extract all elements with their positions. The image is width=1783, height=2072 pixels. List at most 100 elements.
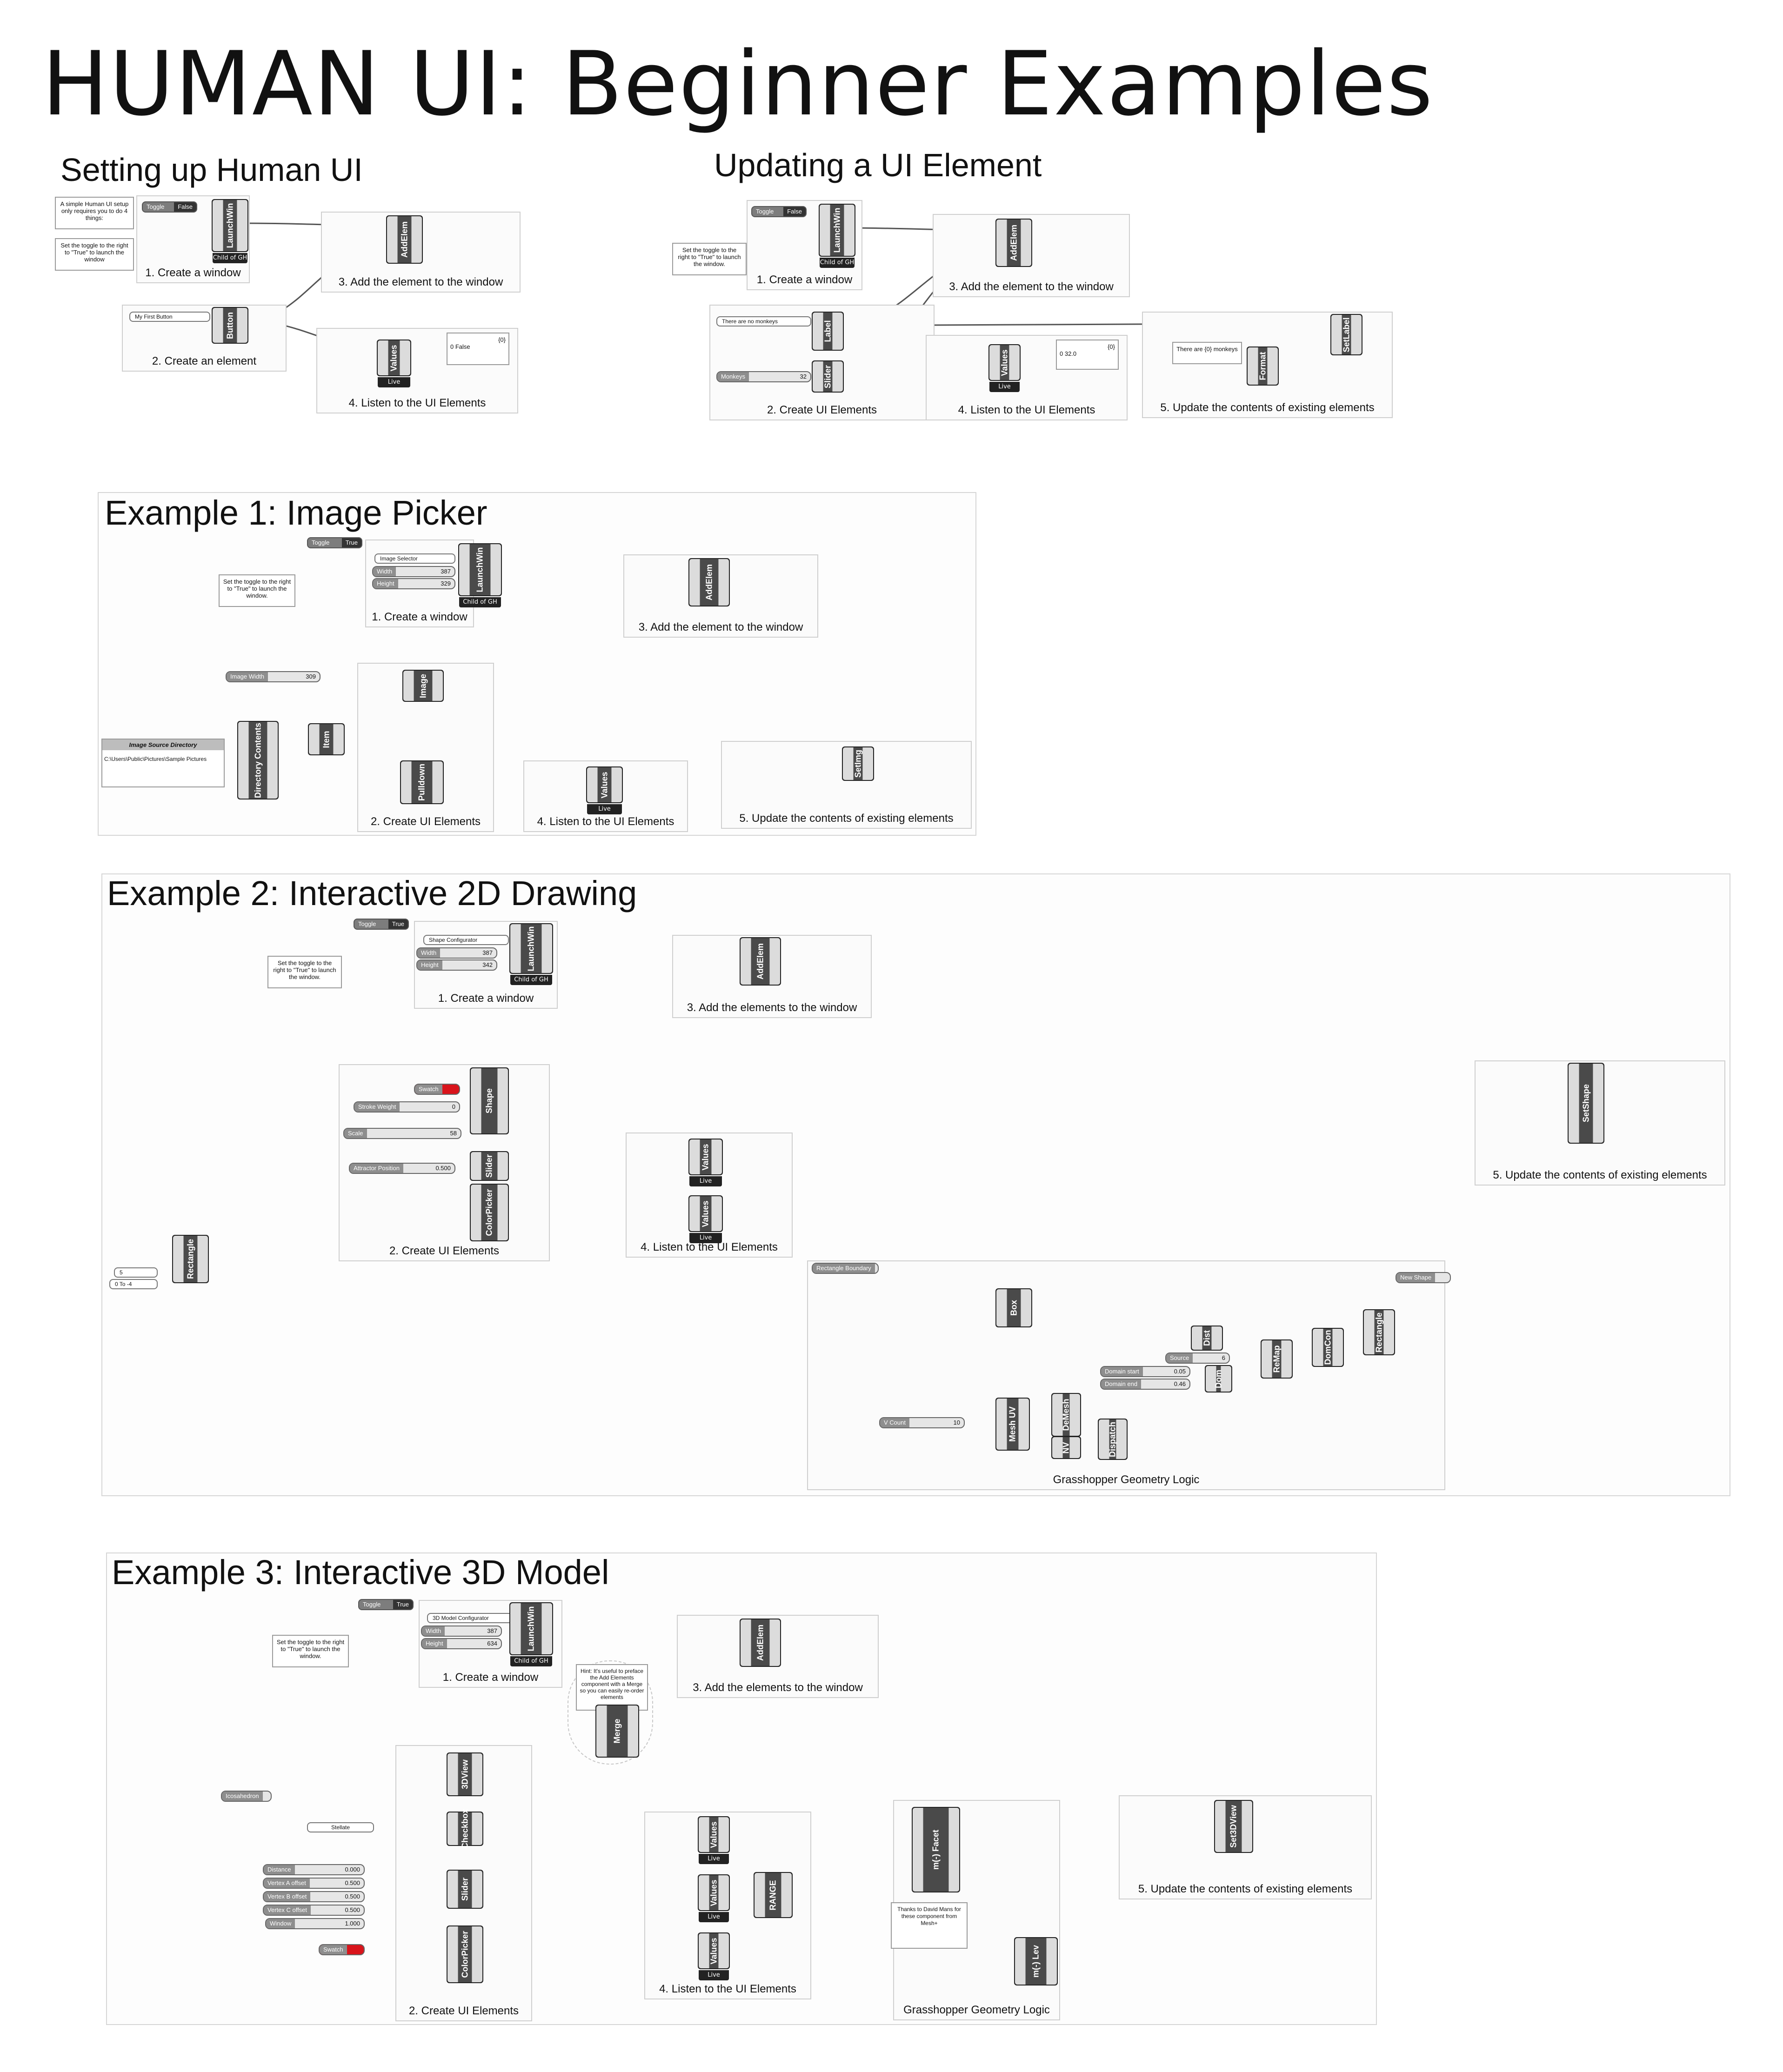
setup-button-component[interactable]: Button [212, 307, 248, 344]
example2-group-create-elements-label: 2. Create UI Elements [389, 1245, 500, 1257]
updating-label-text-input[interactable]: There are no monkeys [716, 316, 811, 326]
example3-colorpicker-component[interactable]: ColorPicker [447, 1925, 483, 1983]
example2-values-component-2[interactable]: Values Live [688, 1195, 723, 1243]
example3-height-slider[interactable]: Height 634 [421, 1638, 502, 1649]
example2-remap-name: ReMap [1272, 1345, 1281, 1373]
updating-label-component[interactable]: Label [812, 312, 844, 351]
example3-thanks-note: Thanks to David Mans for these component… [891, 1902, 968, 1949]
setup-values-component[interactable]: Values Live [377, 340, 411, 387]
example2-scale-slider[interactable]: Scale 58 [343, 1128, 461, 1139]
example3-live-label-1: Live [699, 1854, 729, 1864]
example2-toggle[interactable]: Toggle True [354, 919, 409, 930]
example2-set-shape-component[interactable]: SetShape [1568, 1063, 1604, 1144]
example1-image-width-slider[interactable]: Image Width 309 [226, 671, 321, 682]
example2-stroke-weight-slider[interactable]: Stroke Weight 0 [354, 1101, 460, 1113]
example1-height-slider[interactable]: Height 329 [372, 578, 455, 589]
example3-window-name-input[interactable]: 3D Model Configurator [427, 1613, 513, 1623]
example2-mesh-uv-component[interactable]: Mesh UV [995, 1398, 1030, 1451]
example1-set-image-name: SetImg [853, 749, 862, 778]
example2-width-slider[interactable]: Width 387 [416, 947, 497, 959]
updating-set-label-component[interactable]: SetLabel [1330, 314, 1362, 355]
example3-vertex-a-value: 0.500 [345, 1879, 360, 1886]
example3-facet-component[interactable]: m(-) Facet [912, 1807, 960, 1892]
example3-distance-slider[interactable]: Distance 0.000 [263, 1864, 365, 1875]
example2-colorpicker-component[interactable]: ColorPicker [470, 1184, 509, 1241]
example1-values-component[interactable]: Values Live [586, 766, 623, 814]
example3-window-slider[interactable]: Window 1.000 [265, 1918, 365, 1929]
example2-nv-component[interactable]: NV [1051, 1436, 1081, 1459]
example2-input-a[interactable]: 5 [114, 1267, 158, 1278]
example2-v-count-slider[interactable]: V Count 10 [879, 1417, 965, 1428]
example3-values-name-2: Values [709, 1879, 718, 1906]
example2-domain-end-slider[interactable]: Domain end 0.46 [1100, 1379, 1190, 1390]
example1-width-label: Width [373, 567, 396, 576]
example2-attractor-slider[interactable]: Attractor Position 0.500 [349, 1163, 455, 1174]
updating-launch-window-component[interactable]: LaunchWin Child of GH [819, 204, 855, 268]
example2-slider-component[interactable]: Slider [470, 1151, 509, 1181]
example2-demesh-component[interactable]: DeMesh [1051, 1393, 1081, 1437]
example2-height-slider[interactable]: Height 342 [416, 959, 497, 971]
updating-add-element-component[interactable]: AddElem [995, 219, 1032, 267]
updating-format-component[interactable]: Format [1247, 346, 1279, 386]
example2-launch-window-component[interactable]: LaunchWin Child of GH [509, 923, 553, 985]
example3-vertex-a-slider[interactable]: Vertex A offset 0.500 [263, 1878, 365, 1889]
example3-slider-component[interactable]: Slider [447, 1870, 483, 1909]
example3-set3dview-component[interactable]: Set3DView [1214, 1800, 1253, 1853]
example3-toggle[interactable]: Toggle True [358, 1599, 414, 1610]
example2-rectangle-component[interactable]: Rectangle [172, 1235, 209, 1283]
example1-directory-contents-name: Directory Contents [253, 722, 262, 798]
example1-directory-contents-component[interactable]: Directory Contents [237, 721, 279, 799]
example3-width-slider[interactable]: Width 387 [421, 1626, 502, 1637]
example1-add-element-component[interactable]: AddElem [688, 558, 730, 606]
example1-window-name-input[interactable]: Image Selector [374, 553, 455, 564]
setup-toggle[interactable]: Toggle False [142, 201, 197, 213]
example2-values-component-1[interactable]: Values Live [688, 1139, 723, 1186]
example3-values-component-1[interactable]: Values Live [698, 1816, 730, 1864]
example3-merge-component[interactable]: Merge [595, 1705, 639, 1758]
example3-vertex-b-slider[interactable]: Vertex B offset 0.500 [263, 1891, 365, 1902]
example2-shape-component[interactable]: Shape [470, 1067, 509, 1134]
example2-dom-component[interactable]: Dom [1205, 1365, 1232, 1392]
example3-range-component[interactable]: RANGE [754, 1872, 793, 1918]
setup-button-text-input[interactable]: My First Button [129, 312, 210, 322]
updating-values-component[interactable]: Values Live [988, 344, 1021, 392]
example2-input-b[interactable]: 0 To -4 [109, 1279, 158, 1289]
example2-dist-component[interactable]: Dist [1191, 1326, 1223, 1351]
example2-window-name-input[interactable]: Shape Configurator [423, 935, 509, 945]
updating-monkeys-slider[interactable]: Monkeys 32 [716, 371, 811, 382]
example2-box-component[interactable]: Box [995, 1288, 1032, 1327]
example1-image-component[interactable]: Image [402, 670, 444, 702]
example3-values-component-3[interactable]: Values Live [698, 1932, 730, 1980]
example3-3dview-name: 3DView [460, 1759, 469, 1789]
example3-vertex-c-slider[interactable]: Vertex C offset 0.500 [263, 1905, 365, 1916]
updating-slider-component[interactable]: Slider [812, 360, 844, 393]
example2-add-element-component[interactable]: AddElem [740, 937, 781, 986]
setup-launch-window-component[interactable]: LaunchWin Child of GH [212, 199, 248, 263]
example2-swatch[interactable]: Swatch [414, 1084, 460, 1095]
example3-launch-window-component[interactable]: LaunchWin Child of GH [509, 1602, 553, 1666]
example2-rectangle2-component[interactable]: Rectangle [1363, 1309, 1395, 1355]
example2-remap-component[interactable]: ReMap [1261, 1339, 1293, 1379]
example3-mesh2-component[interactable]: m(-) Lev [1014, 1937, 1058, 1985]
setup-add-element-component[interactable]: AddElem [386, 215, 423, 264]
example1-toggle[interactable]: Toggle True [307, 537, 362, 548]
example3-3dview-component[interactable]: 3DView [447, 1752, 483, 1796]
example1-launch-window-component[interactable]: LaunchWin Child of GH [458, 543, 502, 607]
example2-toggle-value: True [388, 919, 408, 929]
example1-set-image-component[interactable]: SetImg [842, 746, 874, 781]
example1-item-component[interactable]: Item [308, 723, 345, 755]
example1-add-element-name: AddElem [704, 564, 714, 601]
example3-add-element-component[interactable]: AddElem [740, 1619, 781, 1667]
example2-dispatch-component[interactable]: Dispatch [1098, 1419, 1128, 1460]
example1-launch-window-name: LaunchWin [475, 547, 485, 593]
example2-source-slider[interactable]: Source 6 [1165, 1352, 1230, 1364]
example3-swatch[interactable]: Swatch [319, 1944, 365, 1955]
example2-domcon-component[interactable]: DomCon [1312, 1328, 1344, 1367]
example3-checkbox-component[interactable]: Checkbox [447, 1809, 483, 1849]
example2-domain-start-slider[interactable]: Domain start 0.05 [1100, 1366, 1190, 1377]
example1-width-slider[interactable]: Width 387 [372, 566, 455, 577]
example3-values-component-2[interactable]: Values Live [698, 1874, 730, 1922]
example3-stellate-input[interactable]: Stellate [307, 1822, 374, 1832]
updating-toggle[interactable]: Toggle False [751, 206, 807, 217]
example1-pulldown-component[interactable]: Pulldown [400, 760, 444, 804]
